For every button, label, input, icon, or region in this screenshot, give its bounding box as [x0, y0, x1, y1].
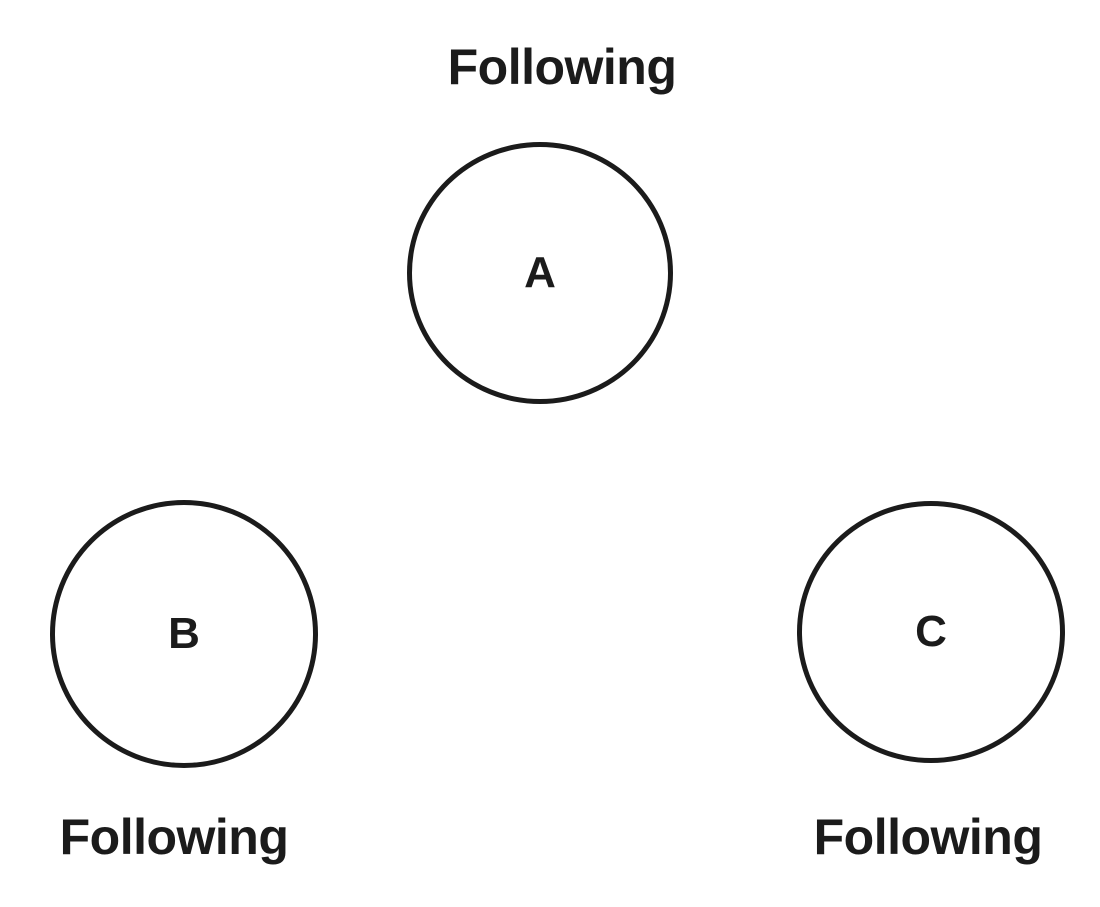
node-c-circle: C [797, 501, 1065, 763]
node-b-circle: B [50, 500, 318, 768]
node-b-label: B [168, 609, 200, 658]
node-a-label: A [524, 248, 556, 297]
node-a-circle: A [407, 142, 673, 404]
node-a-caption: Following [447, 39, 677, 95]
node-c-caption: Following [813, 809, 1043, 865]
node-c-label: C [915, 607, 947, 656]
node-b-caption: Following [59, 809, 289, 865]
